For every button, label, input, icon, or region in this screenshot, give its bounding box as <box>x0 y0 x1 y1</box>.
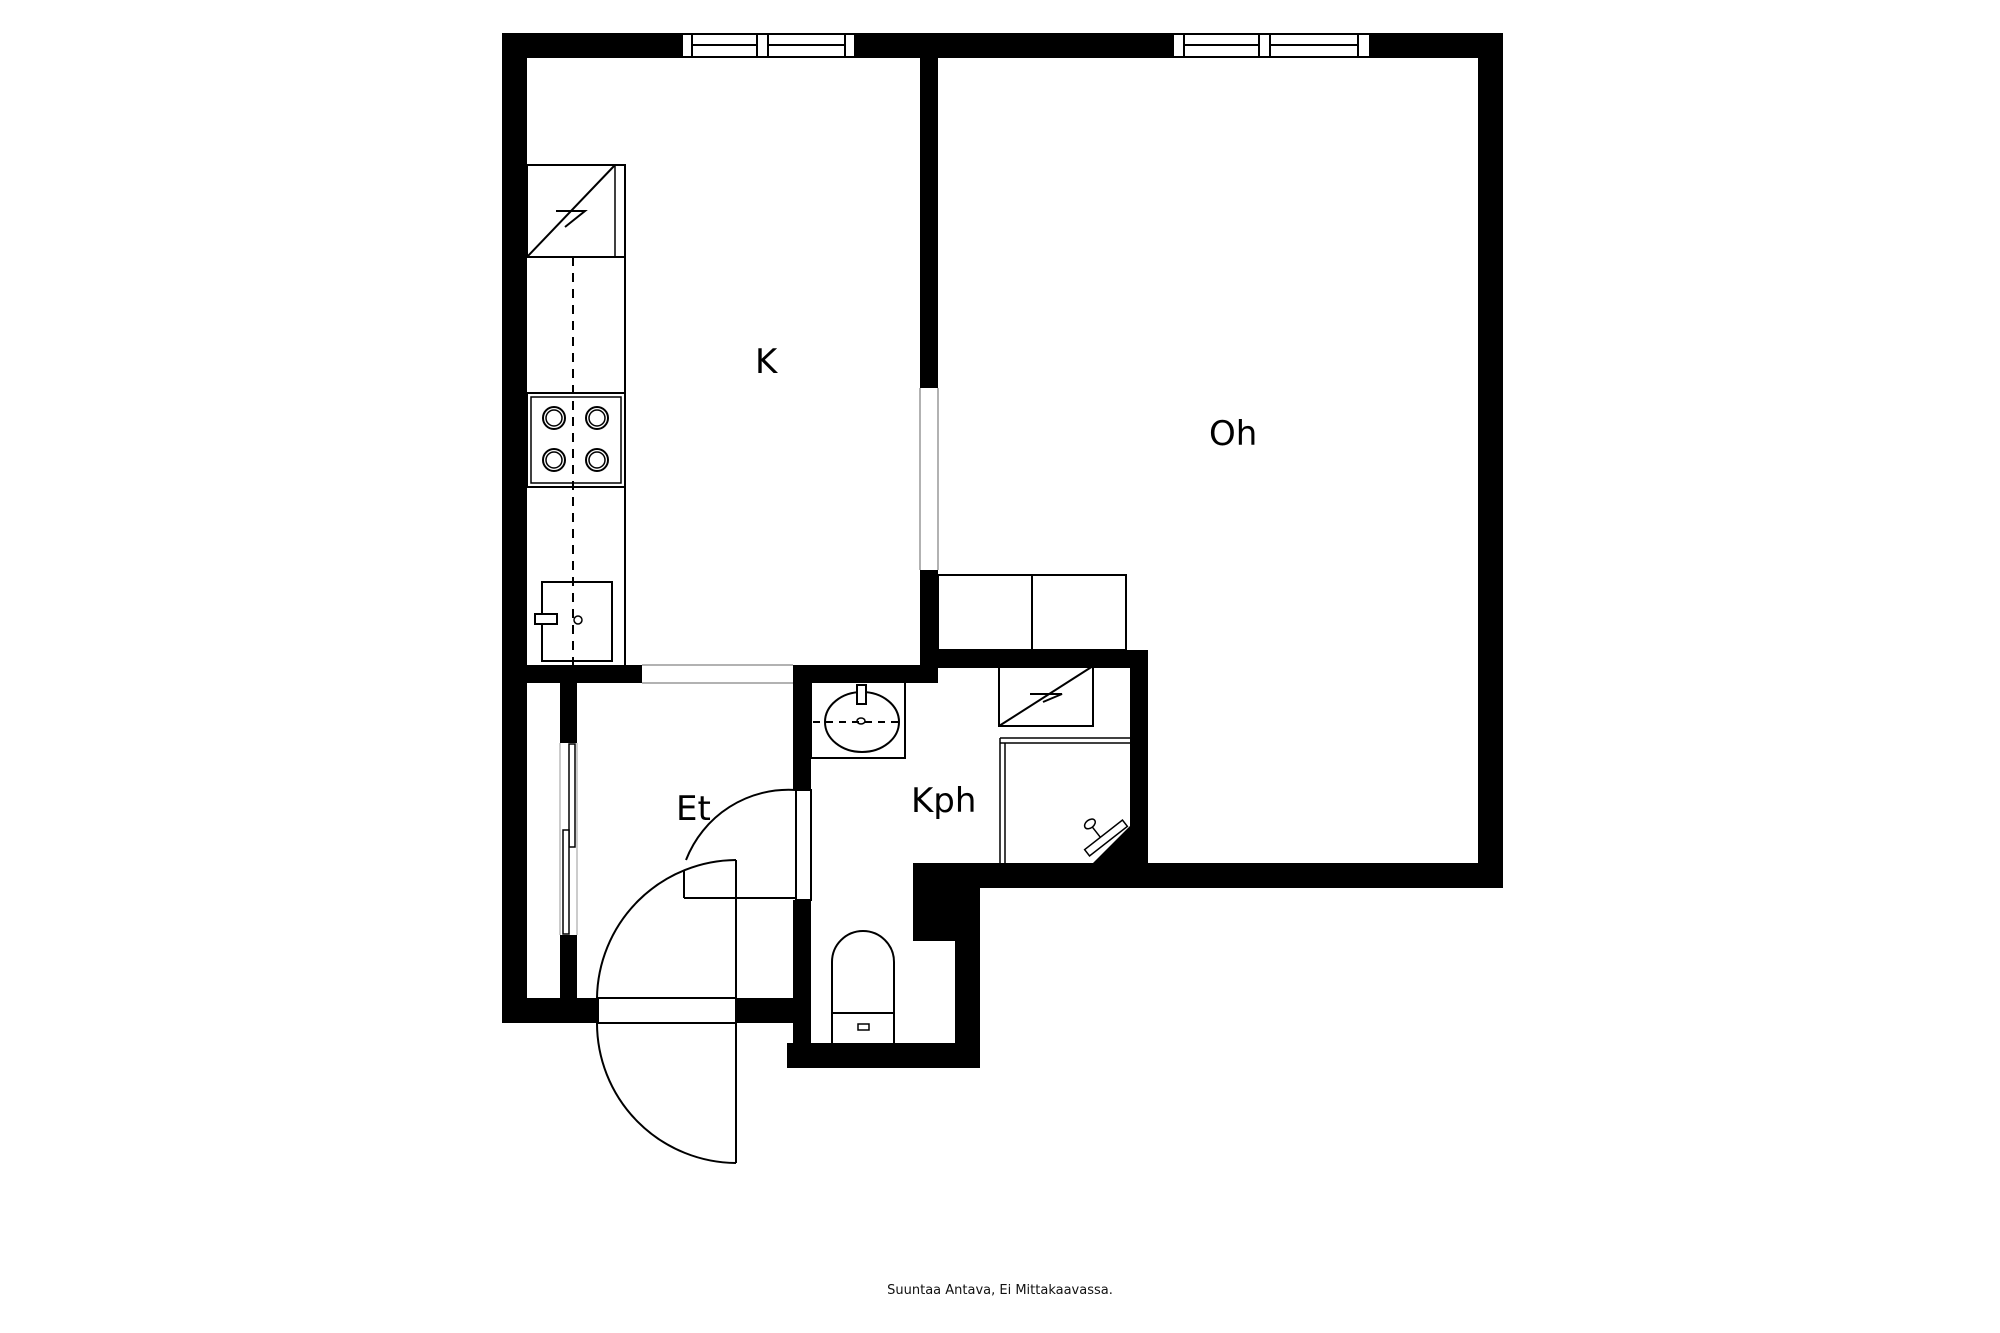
wall-kitchen-living-upper <box>920 58 938 388</box>
fridge-icon <box>526 164 626 258</box>
oval-washbasin-icon <box>810 681 906 759</box>
windows[interactable] <box>681 33 1371 58</box>
openings <box>642 388 939 684</box>
room-label-kitchen: K <box>755 342 778 382</box>
walls <box>502 33 1503 1068</box>
shower-mixer-icon <box>1083 818 1129 857</box>
window-kitchen[interactable] <box>681 33 856 58</box>
toilet-icon <box>831 930 895 1043</box>
room-label-living-room: Oh <box>1209 414 1258 454</box>
wall-left <box>502 33 527 1023</box>
room-label-bathroom: Kph <box>911 781 977 821</box>
wardrobe-icon <box>937 574 1127 651</box>
wall-bath-right-lower <box>955 863 980 1068</box>
wall-bath-top <box>793 665 938 682</box>
wall-closet-upper <box>560 683 577 743</box>
wall-hall-bottom-left <box>502 998 598 1023</box>
entrance-door[interactable] <box>596 859 737 1164</box>
kitchen-counter <box>526 164 626 665</box>
doors[interactable] <box>596 788 812 1164</box>
disclaimer-caption: Suuntaa Antava, Ei Mittakaavassa. <box>887 1283 1113 1298</box>
closet-sliding-doors[interactable] <box>559 743 578 935</box>
room-label-hallway: Et <box>676 789 711 829</box>
sink-icon <box>534 581 613 662</box>
bathroom-door[interactable] <box>683 788 812 901</box>
shower-screen <box>999 737 1130 863</box>
wall-top-left <box>502 33 682 58</box>
appliance-zigzag-icon <box>998 665 1094 727</box>
wall-bath-right <box>1130 650 1148 888</box>
wall-kitchen-living-lower <box>920 570 938 670</box>
wall-living-bottom <box>913 863 1503 888</box>
wall-top-middle <box>855 33 1173 58</box>
four-burner-stove-icon <box>526 392 626 488</box>
wall-bath-bottom <box>787 1043 980 1068</box>
wall-right <box>1478 33 1503 888</box>
bathroom-fixtures <box>810 665 1130 1043</box>
wall-kitchen-bottom-left <box>502 665 642 683</box>
shower-corner-wedge <box>1093 826 1130 863</box>
wall-hall-bath-lower <box>793 900 811 1065</box>
wall-hall-bath-upper <box>793 665 811 790</box>
wall-hall-bottom-right <box>736 998 794 1023</box>
wall-bath-top-right <box>938 650 1148 668</box>
window-living-room[interactable] <box>1172 33 1371 58</box>
